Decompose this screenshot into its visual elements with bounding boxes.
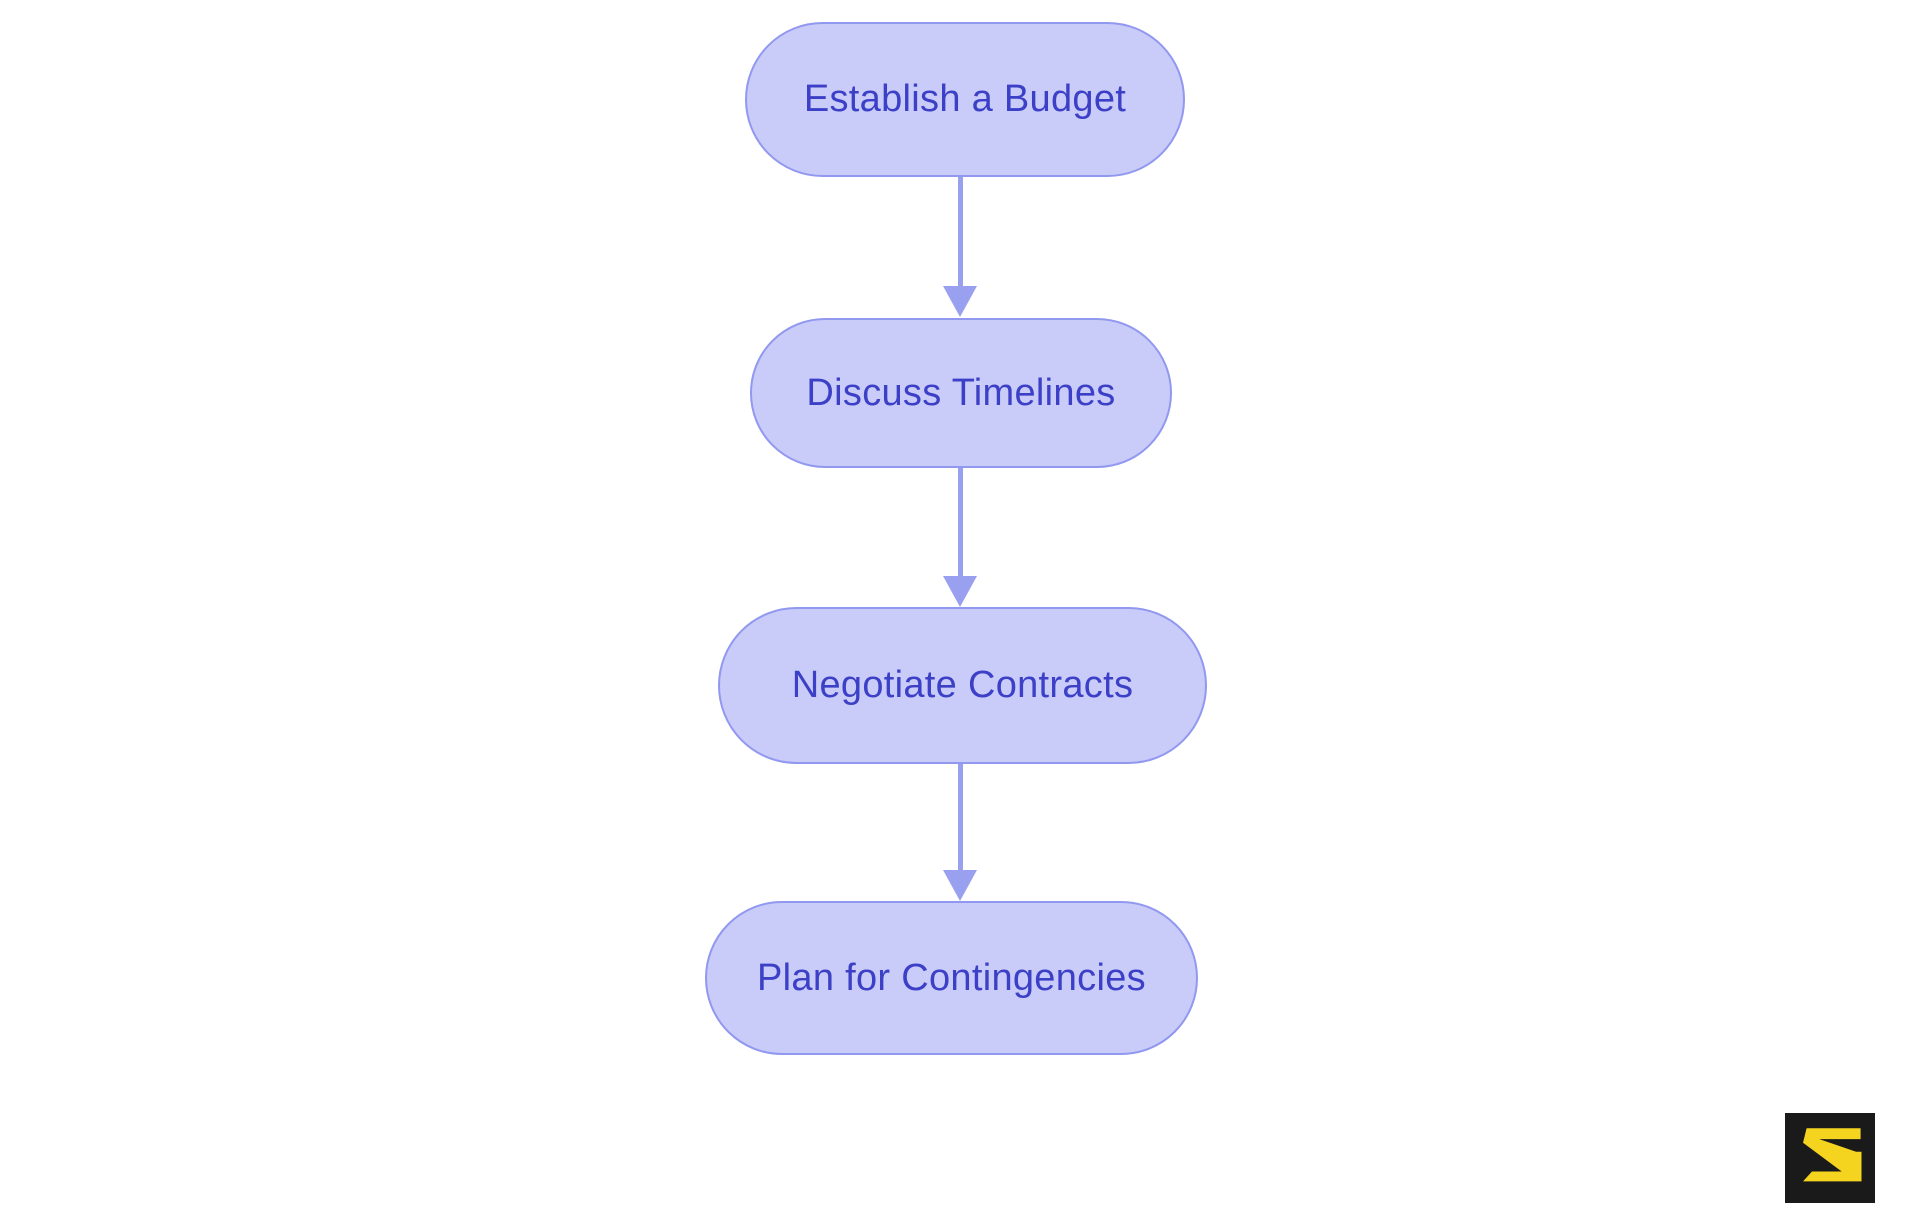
- arrow-line: [957, 177, 963, 286]
- node-establish-a-budget: Establish a Budget: [745, 22, 1185, 177]
- node-label: Establish a Budget: [803, 78, 1127, 120]
- flow-arrow-3: [943, 764, 977, 901]
- node-label: Plan for Contingencies: [757, 956, 1146, 999]
- arrowhead-down-icon: [943, 286, 977, 317]
- logo-s-icon: [1803, 1128, 1862, 1182]
- node-label: Negotiate Contracts: [791, 664, 1134, 706]
- node-plan-for-contingencies: Plan for Contingencies: [705, 901, 1198, 1055]
- flow-arrow-1: [943, 177, 977, 317]
- arrowhead-down-icon: [943, 576, 977, 607]
- node-negotiate-contracts: Negotiate Contracts: [718, 607, 1207, 764]
- arrow-line: [957, 764, 963, 870]
- flow-arrow-2: [943, 468, 977, 607]
- node-label: Discuss Timelines: [806, 371, 1116, 414]
- arrow-line: [957, 468, 963, 576]
- node-discuss-timelines: Discuss Timelines: [750, 318, 1172, 468]
- arrowhead-down-icon: [943, 870, 977, 901]
- brand-logo: [1785, 1113, 1875, 1203]
